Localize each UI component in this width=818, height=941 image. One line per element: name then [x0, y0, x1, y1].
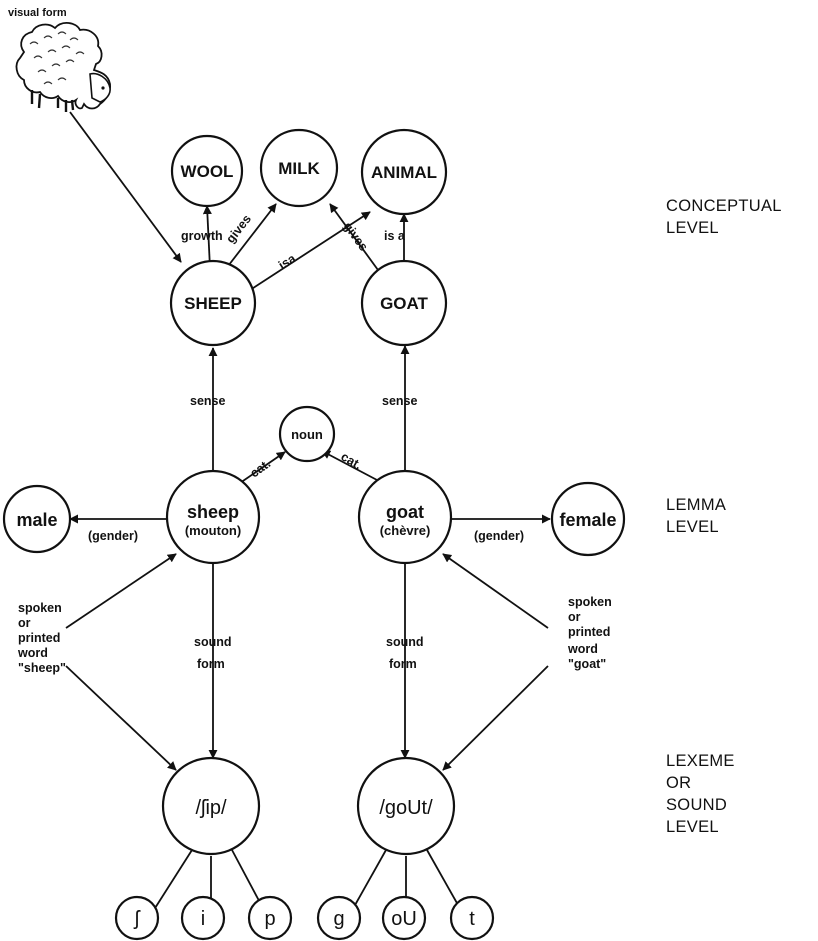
edge-word-sheep-lexeme — [65, 665, 177, 771]
node-seg-p: p — [247, 895, 293, 941]
sheep-picture-icon — [15, 22, 112, 112]
edge-seg-sh — [149, 849, 193, 917]
edge-isa-sheep — [246, 211, 371, 293]
node-seg-sh-label: ʃ — [133, 908, 141, 930]
node-goat-lemma-label: goat — [386, 502, 424, 522]
node-seg-i: i — [180, 895, 226, 941]
node-noun-label: noun — [291, 427, 323, 442]
node-seg-t-label: t — [469, 908, 475, 930]
cat-goat-label: cat. — [339, 449, 365, 472]
sheep-word-line1: spoken — [18, 601, 62, 615]
visual-form-label: visual form — [8, 7, 67, 19]
edge-gives-sheep — [224, 203, 277, 271]
goat-word-line1: spoken — [568, 595, 612, 609]
lexeme-level-line3: SOUND — [666, 796, 727, 814]
node-wool-label: WOOL — [181, 162, 234, 181]
edge-visual-form — [69, 111, 182, 263]
sound-form-goat-line1: sound — [386, 635, 424, 649]
node-goat-concept: GOAT — [360, 259, 448, 347]
node-sheep-lexeme: /ʃip/ — [161, 756, 261, 856]
node-seg-t: t — [449, 895, 495, 941]
edge-seg-g — [349, 849, 387, 915]
node-male-label: male — [16, 510, 57, 530]
sound-form-sheep-line2: form — [197, 657, 225, 671]
gives-sheep-label: gives — [223, 212, 254, 246]
node-goat-lemma-french: (chèvre) — [380, 523, 431, 538]
node-goat-concept-label: GOAT — [380, 294, 428, 313]
goat-word-line2: or — [568, 610, 581, 624]
gender-male-label: (gender) — [88, 529, 138, 543]
node-milk-label: MILK — [278, 159, 320, 178]
cat-sheep-label: cat. — [248, 456, 274, 480]
isa-sheep-label: isa — [276, 251, 299, 273]
node-seg-g-label: g — [333, 908, 344, 930]
node-seg-g: g — [316, 895, 362, 941]
sheep-word-line5: "sheep" — [18, 661, 66, 675]
node-wool: WOOL — [170, 134, 244, 208]
node-sheep-lemma: sheep (mouton) — [165, 469, 261, 565]
sense-sheep-label: sense — [190, 394, 225, 408]
lexeme-level-line4: LEVEL — [666, 818, 719, 836]
sound-form-sheep-line1: sound — [194, 635, 232, 649]
node-seg-ou-label: oU — [391, 908, 417, 930]
conceptual-level-line1: CONCEPTUAL — [666, 197, 782, 215]
node-female: female — [550, 481, 626, 557]
node-seg-i-label: i — [201, 908, 205, 930]
goat-word-line5: "goat" — [568, 657, 606, 671]
node-sheep-lexeme-label: /ʃip/ — [195, 797, 227, 819]
edge-cat-goat — [321, 450, 378, 481]
node-noun: noun — [278, 405, 336, 463]
conceptual-level-line2: LEVEL — [666, 219, 719, 237]
edge-word-sheep-lemma — [65, 553, 177, 629]
node-seg-sh: ʃ — [114, 895, 160, 941]
node-animal: ANIMAL — [360, 128, 448, 216]
lexeme-level-line1: LEXEME — [666, 752, 735, 770]
lemma-level-line1: LEMMA — [666, 496, 726, 514]
node-animal-label: ANIMAL — [371, 163, 437, 182]
sound-form-goat-line2: form — [389, 657, 417, 671]
node-female-label: female — [559, 510, 616, 530]
isa-goat-label: is a — [384, 229, 406, 243]
sheep-word-line4: word — [17, 646, 48, 660]
node-sheep-lemma-french: (mouton) — [185, 523, 241, 538]
node-sheep-concept: SHEEP — [169, 259, 257, 347]
node-goat-lexeme: /goUt/ — [356, 756, 456, 856]
lexeme-level-line2: OR — [666, 774, 691, 792]
node-milk: MILK — [259, 128, 339, 208]
sheep-word-line2: or — [18, 616, 31, 630]
node-goat-lemma: goat (chèvre) — [357, 469, 453, 565]
lemma-level-line2: LEVEL — [666, 518, 719, 536]
node-goat-lexeme-label: /goUt/ — [379, 797, 433, 819]
edge-growth — [202, 205, 212, 269]
growth-label: growth — [181, 229, 223, 243]
sense-goat-label: sense — [382, 394, 417, 408]
edge-word-goat-lemma — [442, 553, 549, 629]
sheep-word-line3: printed — [18, 631, 60, 645]
node-seg-ou: oU — [381, 895, 427, 941]
goat-word-line3: printed — [568, 625, 610, 639]
node-sheep-lemma-label: sheep — [187, 502, 239, 522]
edge-cat-sheep — [239, 451, 286, 484]
node-male: male — [2, 484, 72, 554]
node-seg-p-label: p — [264, 908, 275, 930]
edge-gives-goat — [329, 203, 379, 271]
gender-female-label: (gender) — [474, 529, 524, 543]
edge-seg-t — [426, 849, 463, 913]
edges — [65, 111, 551, 917]
edge-word-goat-lexeme — [442, 665, 549, 771]
node-sheep-concept-label: SHEEP — [184, 294, 242, 313]
goat-word-line4: word — [567, 642, 598, 656]
gives-goat-label: gives — [341, 220, 371, 254]
